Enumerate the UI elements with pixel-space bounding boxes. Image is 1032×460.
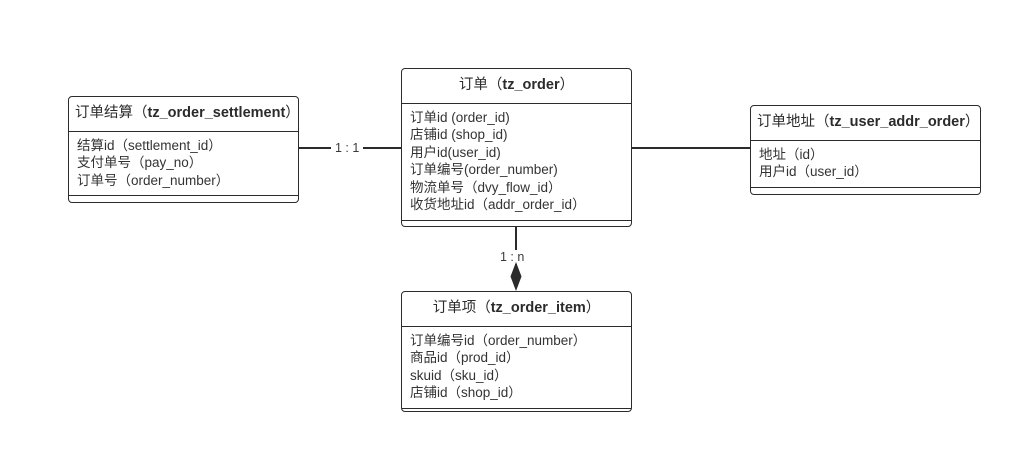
paren-open: （ — [133, 105, 148, 121]
field-row: 订单编号(order_number) — [410, 162, 558, 177]
entity-title-order-item: 订单项（tz_order_item） — [402, 292, 631, 327]
paren-close: ） — [585, 300, 601, 316]
paren-open: （ — [476, 300, 491, 316]
field-row: 订单编号id（order_number） — [410, 332, 587, 348]
field-row: 支付单号（pay_no） — [77, 155, 203, 170]
field-row: 结算id（settlement_id） — [77, 137, 222, 153]
paren-close: ） — [285, 105, 300, 121]
entity-title-order: 订单（tz_order） — [402, 69, 631, 104]
entity-order-settlement[interactable]: 订单结算（tz_order_settlement） 结算id（settlemen… — [68, 96, 300, 203]
paren-open: （ — [815, 114, 830, 130]
paren-close: ） — [964, 114, 980, 130]
entity-footer-order-settlement — [69, 196, 298, 214]
entity-fields-order-settlement: 结算id（settlement_id） 支付单号（pay_no） 订单号（ord… — [69, 132, 298, 196]
entity-fields-order-item: 订单编号id（order_number） 商品id（prod_id） skuid… — [402, 327, 631, 409]
entity-order[interactable]: 订单（tz_order） 订单id (order_id) 店铺id (shop_… — [401, 68, 632, 227]
paren-open: （ — [487, 77, 503, 93]
entity-table-name: tz_user_addr_order — [829, 114, 965, 130]
entity-table-name: tz_order — [502, 77, 560, 93]
field-row: 订单号（order_number） — [77, 172, 230, 188]
field-row: 店铺id (shop_id) — [410, 127, 508, 142]
entity-name-cn: 订单 — [458, 77, 488, 93]
field-row: 收货地址id（addr_order_id） — [410, 197, 586, 212]
entity-title-user-addr-order: 订单地址（tz_user_addr_order） — [751, 106, 980, 141]
field-row: 店铺id（shop_id） — [410, 385, 522, 400]
field-row: 物流单号（dvy_flow_id） — [410, 179, 562, 195]
entity-footer-order-item — [402, 409, 631, 427]
entity-title-order-settlement: 订单结算（tz_order_settlement） — [69, 97, 300, 132]
entity-name-cn: 订单结算 — [75, 105, 133, 121]
entity-footer-order — [402, 221, 631, 239]
field-row: 用户id（user_id） — [759, 164, 868, 179]
connector-order-address — [631, 147, 750, 149]
field-row: 商品id（prod_id） — [410, 350, 520, 365]
field-row: 订单id (order_id) — [410, 109, 510, 125]
entity-fields-order: 订单id (order_id) 店铺id (shop_id) 用户id(user… — [402, 104, 631, 221]
relation-label-order-item: 1 : n — [496, 250, 529, 264]
entity-order-item[interactable]: 订单项（tz_order_item） 订单编号id（order_number） … — [401, 291, 632, 412]
entity-name-cn: 订单地址 — [757, 114, 815, 130]
entity-fields-user-addr-order: 地址（id） 用户id（user_id） — [751, 141, 980, 188]
entity-table-name: tz_order_settlement — [147, 105, 286, 121]
field-row: skuid（sku_id） — [410, 367, 508, 383]
entity-table-name: tz_order_item — [490, 300, 586, 316]
entity-footer-user-addr-order — [751, 188, 980, 206]
relation-label-settlement-order: 1 : 1 — [331, 141, 364, 155]
entity-user-addr-order[interactable]: 订单地址（tz_user_addr_order） 地址（id） 用户id（use… — [750, 105, 981, 195]
entity-name-cn: 订单项 — [432, 300, 477, 316]
field-row: 地址（id） — [759, 146, 824, 162]
field-row: 用户id(user_id) — [410, 144, 501, 160]
paren-close: ） — [559, 77, 575, 93]
